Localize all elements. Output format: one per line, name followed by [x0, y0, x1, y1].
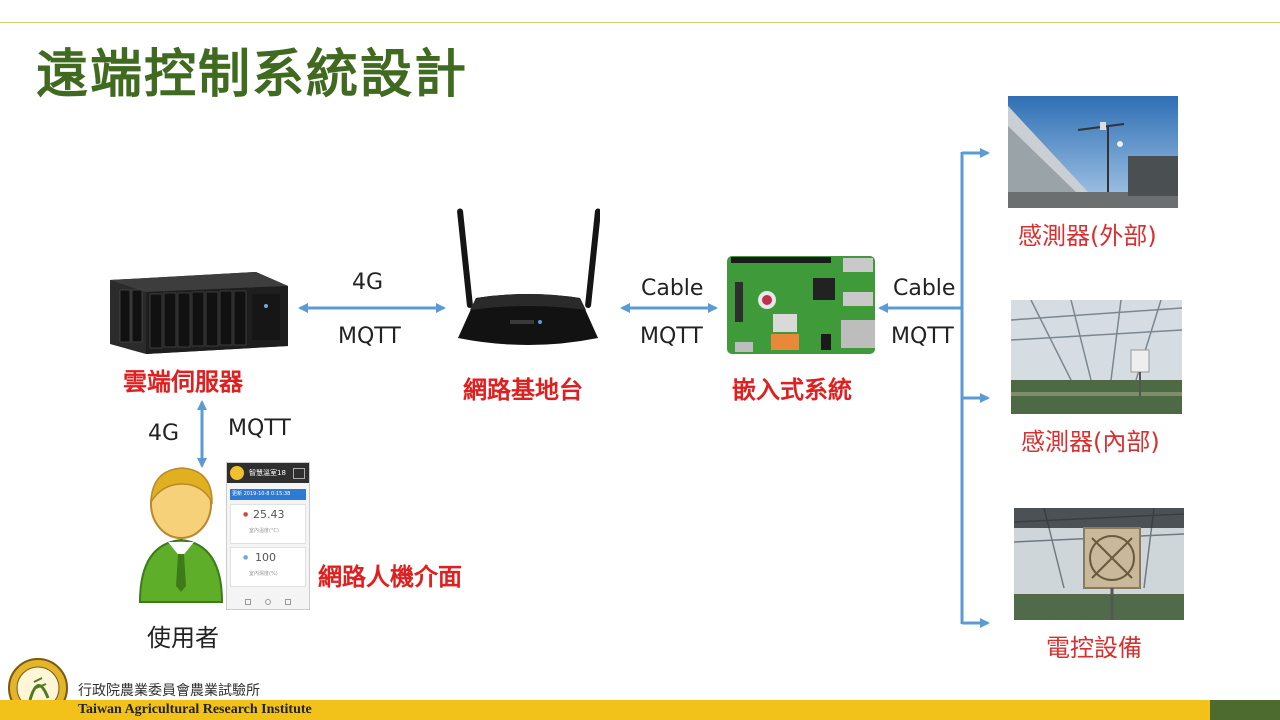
label-sensor-outside: 感測器(外部) — [1018, 222, 1157, 250]
app-logo-icon — [230, 466, 244, 480]
menu-icon[interactable] — [293, 468, 305, 479]
actuator-photo — [1014, 508, 1184, 620]
phone-card-humidity: ● 100 室內濕度(%) — [230, 547, 306, 587]
recent-apps-icon[interactable] — [285, 599, 291, 605]
phone-header: 智慧溫室18 — [227, 463, 309, 483]
label-user: 使用者 — [147, 624, 219, 652]
label-cloud-server: 雲端伺服器 — [123, 368, 243, 396]
label-web-ui: 網路人機介面 — [318, 563, 462, 591]
footer-bar — [0, 700, 1210, 720]
top-divider — [0, 22, 1280, 23]
phone-nav-bar — [227, 599, 309, 607]
link-server-router-bottom: MQTT — [338, 324, 401, 349]
link-embedded-bus-bottom: MQTT — [891, 324, 954, 349]
footer-bar-accent — [1210, 700, 1280, 720]
link-server-router-top: 4G — [352, 270, 384, 295]
label-sensor-inside: 感測器(內部) — [1021, 428, 1160, 456]
phone-screen: 智慧溫室18 更新 2019-10-8 0:15:38 ● 25.43 室內溫度… — [226, 462, 310, 610]
router-icon — [457, 208, 600, 345]
back-icon[interactable] — [245, 599, 251, 605]
humidity-icon: ● — [243, 554, 249, 561]
temperature-value: 25.43 — [253, 508, 285, 521]
label-router: 網路基地台 — [463, 376, 583, 404]
home-icon[interactable] — [265, 599, 271, 605]
link-embedded-bus-top: Cable — [893, 276, 956, 301]
label-embedded-system: 嵌入式系統 — [732, 376, 852, 404]
phone-date: 更新 2019-10-8 0:15:38 — [230, 489, 306, 500]
link-router-embedded-top: Cable — [641, 276, 704, 301]
label-actuator: 電控設備 — [1046, 634, 1142, 662]
user-icon — [138, 467, 224, 603]
phone-header-title: 智慧溫室18 — [249, 469, 286, 477]
nas-server-icon — [110, 272, 288, 354]
link-router-embedded-bottom: MQTT — [640, 324, 703, 349]
org-name-en: Taiwan Agricultural Research Institute — [78, 702, 312, 717]
thermometer-icon: ● — [243, 511, 249, 518]
humidity-value: 100 — [255, 551, 276, 564]
sensor-inside-photo — [1011, 300, 1182, 414]
raspberry-pi-icon — [727, 256, 875, 354]
humidity-label: 室內濕度(%) — [249, 571, 278, 577]
link-user-server-right: MQTT — [228, 416, 291, 441]
org-name-zh: 行政院農業委員會農業試驗所 — [78, 683, 260, 699]
link-user-server-left: 4G — [148, 421, 180, 446]
phone-card-temperature: ● 25.43 室內溫度(°C) — [230, 504, 306, 544]
page-title: 遠端控制系統設計 — [36, 45, 469, 105]
sensor-outside-photo — [1008, 96, 1178, 208]
temperature-label: 室內溫度(°C) — [249, 528, 279, 534]
